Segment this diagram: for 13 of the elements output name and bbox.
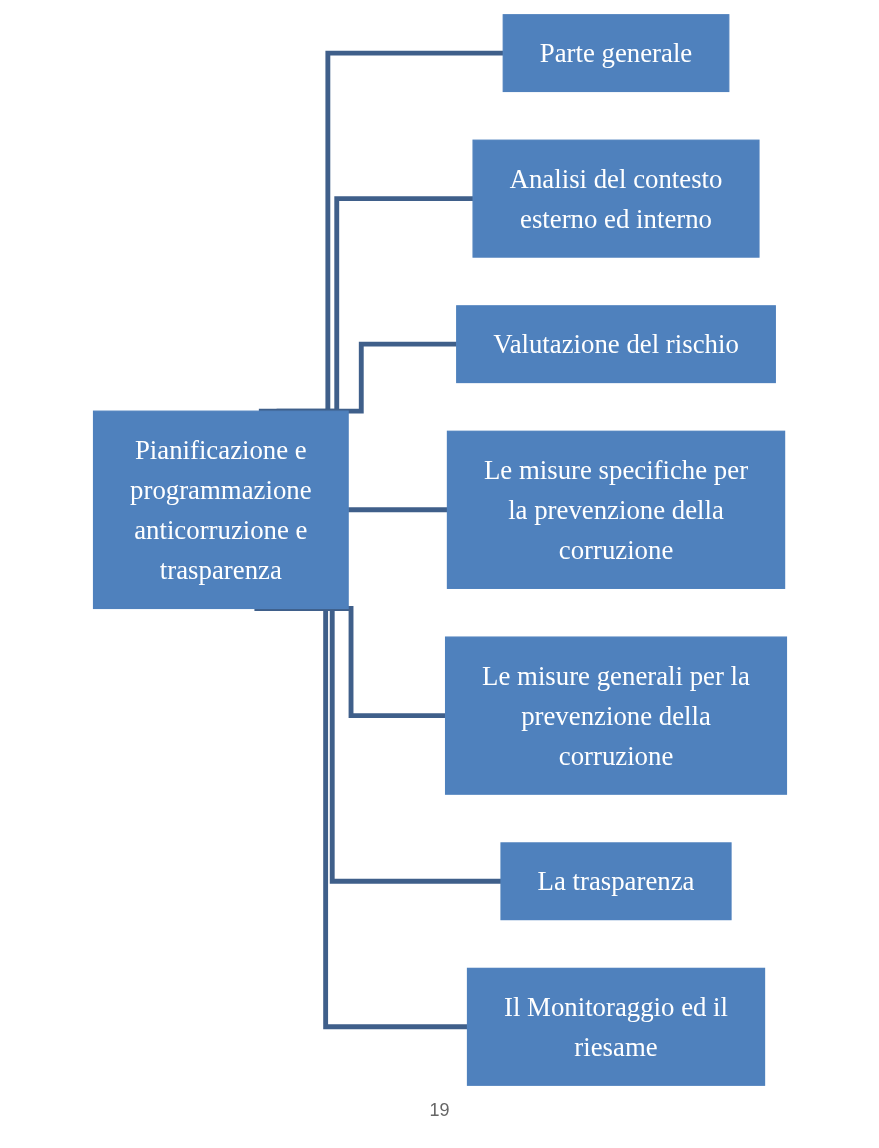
- node-box: La trasparenza: [499, 842, 732, 921]
- node-box: Il Monitoraggio ed il riesame: [466, 967, 765, 1086]
- connector: [347, 507, 447, 513]
- connector: [253, 606, 467, 1030]
- node-box: Analisi del contesto esterno ed interno: [471, 139, 760, 258]
- node-box: Parte generale: [502, 14, 729, 93]
- node-box: Pianificazione e programmazione anticorruzione e trasparenza: [92, 410, 349, 610]
- connector: [276, 196, 473, 414]
- page-number: 19: [428, 1100, 451, 1121]
- node-box: Le misure generali per la prevenzione della corruzione: [444, 636, 787, 795]
- connector: [258, 50, 503, 414]
- node-box: Valutazione del rischio: [455, 305, 776, 384]
- node-box: Le misure specifiche per la prevenzione della corruzione: [446, 430, 785, 589]
